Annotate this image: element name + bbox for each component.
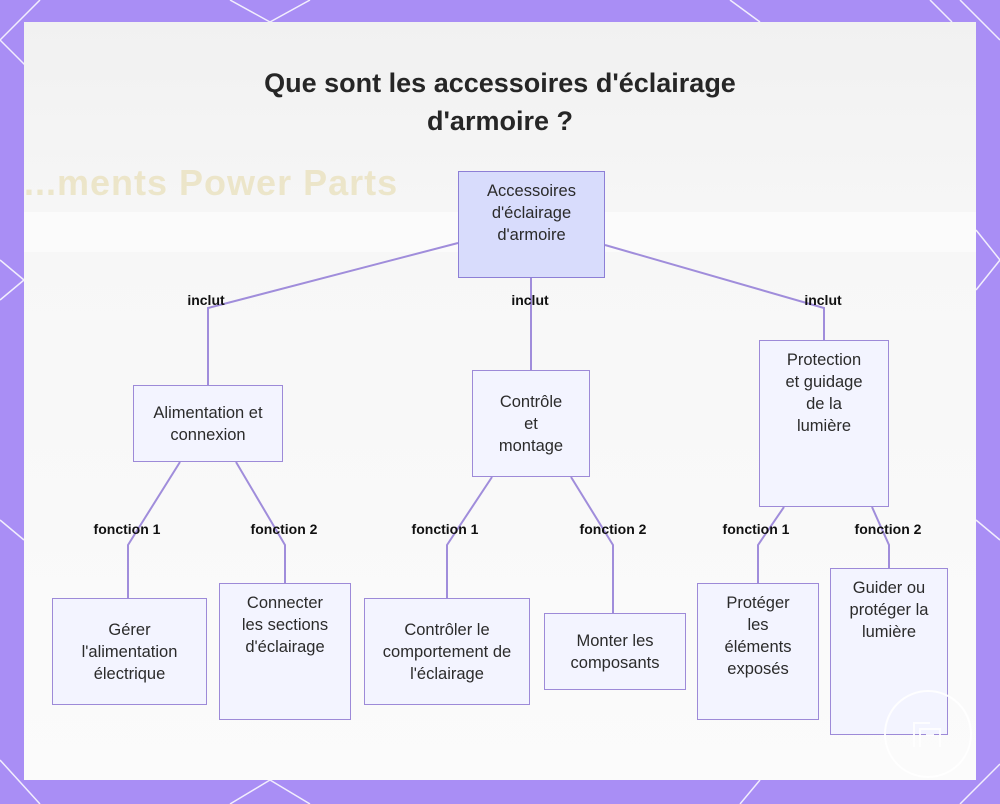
leaf-node-2-2-label: Monter les composants: [570, 631, 660, 672]
root-node-label: Accessoires d'éclairage d'armoire: [487, 182, 576, 244]
branch-node-1-label: Alimentation et connexion: [153, 403, 263, 444]
edge-label-branch-2: inclut: [511, 292, 549, 308]
leaf-node-3-2-label: Guider ou protéger la lumière: [849, 579, 929, 641]
leaf-node-2-1-label: Contrôler le comportement de l'éclairage: [382, 620, 512, 683]
branch-node-3: Protection et guidage de la lumière: [759, 340, 889, 507]
leaf-node-3-1-label: Protéger les éléments exposés: [724, 594, 792, 678]
branch-node-3-label: Protection et guidage de la lumière: [785, 351, 863, 435]
background-text: ...ments Power Parts: [24, 162, 399, 203]
edge-label-branch-1-child-2: fonction 2: [250, 521, 318, 537]
connector-branch-1-child-2: [235, 461, 286, 583]
connector-branch-2-child-2: [570, 476, 614, 613]
leaf-node-1-1-label: Gérer l'alimentation électrique: [81, 620, 178, 683]
connector-root-branch-1: [207, 242, 459, 385]
edge-label-branch-2-child-1: fonction 1: [411, 521, 479, 537]
leaf-node-1-2-label: Connecter les sections d'éclairage: [241, 594, 329, 656]
title-line-1: Que sont les accessoires d'éclairage: [264, 68, 736, 98]
edge-label-branch-1-child-1: fonction 1: [93, 521, 161, 537]
edge-label-branch-3-child-2: fonction 2: [854, 521, 922, 537]
branch-node-1: Alimentation et connexion: [133, 385, 283, 462]
leaf-node-3-1: Protéger les éléments exposés: [697, 583, 819, 720]
watermark-logo-icon: [884, 690, 972, 778]
edge-label-branch-2-child-2: fonction 2: [579, 521, 647, 537]
connector-branch-2-child-1: [446, 476, 493, 598]
branch-node-2-label: Contrôle et montage: [498, 392, 564, 455]
leaf-node-2-1: Contrôler le comportement de l'éclairage: [364, 598, 530, 705]
edge-label-branch-3: inclut: [804, 292, 842, 308]
leaf-node-2-2: Monter les composants: [544, 613, 686, 690]
connector-branch-3-child-2: [871, 506, 890, 568]
connector-root-branch-3: [604, 244, 825, 340]
edge-label-branch-1: inclut: [187, 292, 225, 308]
edge-label-branch-3-child-1: fonction 1: [722, 521, 790, 537]
root-node: Accessoires d'éclairage d'armoire: [458, 171, 605, 278]
diagram-title: Que sont les accessoires d'éclairage d'a…: [0, 64, 1000, 140]
connector-branch-1-child-1: [127, 461, 181, 598]
connector-branch-3-child-1: [757, 506, 785, 583]
leaf-node-1-1: Gérer l'alimentation électrique: [52, 598, 207, 705]
branch-node-2: Contrôle et montage: [472, 370, 590, 477]
title-line-2: d'armoire ?: [427, 106, 573, 136]
leaf-node-1-2: Connecter les sections d'éclairage: [219, 583, 351, 720]
